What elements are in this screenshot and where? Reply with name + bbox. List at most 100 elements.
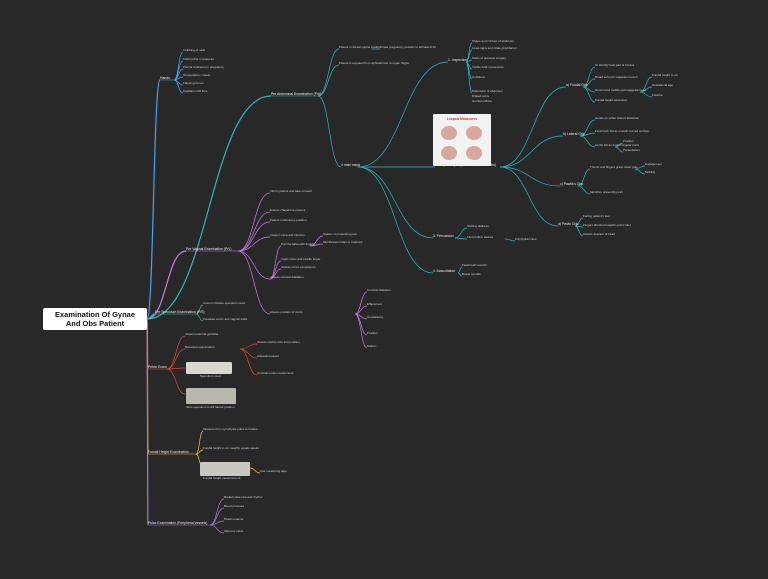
fundal-grip-item[interactable]: To identify fetal part at fundus [595,63,635,67]
lateral-grip-item[interactable]: Limbs felt as small irregular parts [595,143,640,147]
pelvic-image-caption[interactable]: Sims speculum in left lateral position [186,405,235,409]
bishop-item[interactable]: Cervical dilatation [367,288,391,292]
pelvic-item[interactable]: Adnexal masses [257,354,280,358]
pulse-item[interactable]: Pedal oedema [224,517,244,521]
fundal-grip-item[interactable]: Hard round mobile part suggests head [595,88,647,92]
hands-item[interactable]: Koilonychia in anaemia [183,57,214,61]
fundal-grip-item[interactable]: Broad soft part suggests breech [595,75,638,79]
pawlik-grip-sub[interactable]: Mobility [645,170,656,174]
auscultation-item[interactable]: Bowel sounds [462,272,481,276]
connector [357,61,449,168]
bishop-item[interactable]: Station [367,344,377,348]
speculum-item[interactable]: Visualise cervix and vaginal walls [203,317,248,321]
percussion-item[interactable]: Fluid thrill in ascites [467,235,494,239]
pelvic-grip-item[interactable]: Fingers directed towards pelvic inlet [583,223,631,227]
connector [465,61,473,94]
branch-pelvic[interactable]: Pelvic Exam [148,365,167,369]
connector [239,348,258,376]
speculum-item[interactable]: Cusco's bivalve speculum used [203,301,245,305]
lateral-grip-item[interactable]: Fetal back felt as smooth curved surface [595,129,649,133]
connector [582,66,596,88]
pulse-item[interactable]: Varicose veins [224,529,244,533]
vaginal-item[interactable]: Patient in lithotomy position [270,218,307,222]
pawlik-grip-sub[interactable]: Engagement [645,162,663,166]
vaginal-item[interactable]: Insert index and middle finger [281,257,321,261]
pelvic-grip-item[interactable]: Facing patient's feet [583,214,610,218]
connector [237,192,271,252]
fundal-grip-item[interactable]: Fundal height assessed [595,98,627,102]
connector [354,313,368,349]
fundal-item[interactable]: Use measuring tape [260,469,287,473]
vaginal-item[interactable]: Inspect vulva and introitus [270,233,305,237]
auscultation-item[interactable]: Fetal heart sounds [462,263,487,267]
fundal-image-caption[interactable]: Fundal height measurement [203,476,241,480]
hands-item[interactable]: Temperature / sweat [183,73,211,77]
pelvic-grip[interactable]: d) Pelvic Grip [558,222,579,226]
fundal-item[interactable]: Fundal height in cm roughly equals weeks [203,446,259,450]
inspection-note[interactable]: Hernial orifices [472,99,492,103]
percussion-item[interactable]: Shifting dullness [467,224,489,228]
fundal-grip-sub[interactable]: Gestational age [652,83,674,87]
bishop-item[interactable]: Effacement [367,302,383,306]
inspection-note[interactable]: Distension of abdomen [472,89,503,93]
step-leopold[interactable]: 2. Palpation (Leopold Manoeuvre in obs) [435,163,497,167]
abdominal-patient[interactable]: Patient in dorsal supine position [339,45,382,49]
pelvic-item[interactable]: Inspect external genitalia [185,332,219,336]
connector [499,86,567,168]
branch-abdominal[interactable]: Per Abdominal Examination (P/A) [271,92,322,96]
root-topic[interactable]: Examination Of Gynae And Obs Patient [43,308,147,330]
fundal-grip[interactable]: a) Fundal Grip [566,83,588,87]
lateral-grip-sub[interactable]: Position [623,139,634,143]
vaginal-item[interactable]: Assess cervix consistency [281,265,316,269]
inspection-item[interactable]: Visible fetal movements [472,65,504,69]
fundal-grip-sub[interactable]: Fetal lie [652,93,663,97]
bishop-item[interactable]: Consistency [367,315,384,319]
percussion-item[interactable]: Polyhydramnios [515,237,537,241]
step-auscultation[interactable]: 4. Auscultation [433,269,456,273]
fundal-grip-sub[interactable]: Fundal height in cm [652,73,679,77]
lateral-grip-item[interactable]: Hands on either side of abdomen [595,116,640,120]
vaginal-item[interactable]: Assess position of cervix [270,310,303,314]
connector [579,135,596,148]
fundal-item[interactable]: Measure from symphysis pubis to fundus [203,427,258,431]
vaginal-item[interactable]: Ensure chaperone present [270,208,306,212]
pelvic-image-caption[interactable]: Speculum used [200,374,221,378]
hands-item[interactable]: Clubbing of nails [183,48,206,52]
hands-item[interactable]: Flapping tremor [183,81,205,85]
pelvic-grip-item[interactable]: Assess descent of head [583,232,615,236]
pelvic-item[interactable]: Assess uterine size and position [257,340,300,344]
vaginal-item[interactable]: Part the labia with fingers [281,242,315,246]
abdominal-patient-note[interactable]: In late pregnancy, position in left late… [380,45,436,49]
abdominal-patient[interactable]: Patient is exposed from xiphisternum to … [339,61,409,65]
lateral-grip[interactable]: b) Lateral Grip [563,132,585,136]
pawlik-grip-item[interactable]: Thumb and fingers grasp lower pole [590,165,638,169]
pelvic-item[interactable]: Cervical motion tenderness [257,371,294,375]
pawlik-grip-item[interactable]: Identifies presenting part [590,190,623,194]
branch-vaginal[interactable]: Per Vaginal Examination (P/V) [186,247,232,251]
vaginal-item[interactable]: Inform patient and take consent [270,189,313,193]
pelvic-item[interactable]: Bimanual examination [185,345,215,349]
inspection-item[interactable]: Shape and contour of abdomen [472,39,515,43]
hands-item[interactable]: Palmar erythema in pregnancy [183,65,224,69]
pawlik-grip[interactable]: c) Pawlik's Grip [560,182,584,186]
abdominal-steps[interactable]: 4 main steps [341,163,361,167]
branch-fundal[interactable]: Fundal Height Examination [148,450,189,454]
vaginal-item[interactable]: Assess cervical dilatation [270,275,304,279]
connector [239,343,258,350]
pulse-item[interactable]: Blood pressure [224,504,245,508]
inspection-note[interactable]: Dilated veins [472,94,490,98]
inspection-item[interactable]: Scars of previous surgery [472,56,507,60]
step-inspection[interactable]: 1. Inspection [448,58,468,62]
branch-speculum[interactable]: Per Speculum Examination (P/S) [155,310,205,314]
lateral-grip-sub[interactable]: Presentation [623,148,640,152]
inspection-item[interactable]: Linea nigra and striae gravidarum [472,46,517,50]
bishop-item[interactable]: Position [367,331,378,335]
hands-item[interactable]: Capillary refill time [183,89,208,93]
vaginal-item[interactable]: Membranes intact or ruptured [323,240,363,244]
branch-pulse[interactable]: Pulse Examination (Peripheral Vessels) [148,521,208,525]
inspection-item[interactable]: Umbilicus [472,75,486,79]
vaginal-item[interactable]: Station of presenting part [323,232,357,236]
pulse-item[interactable]: Radial pulse rate and rhythm [224,495,263,499]
step-percussion[interactable]: 3. Percussion [433,234,454,238]
branch-hands[interactable]: Hands [160,76,170,80]
